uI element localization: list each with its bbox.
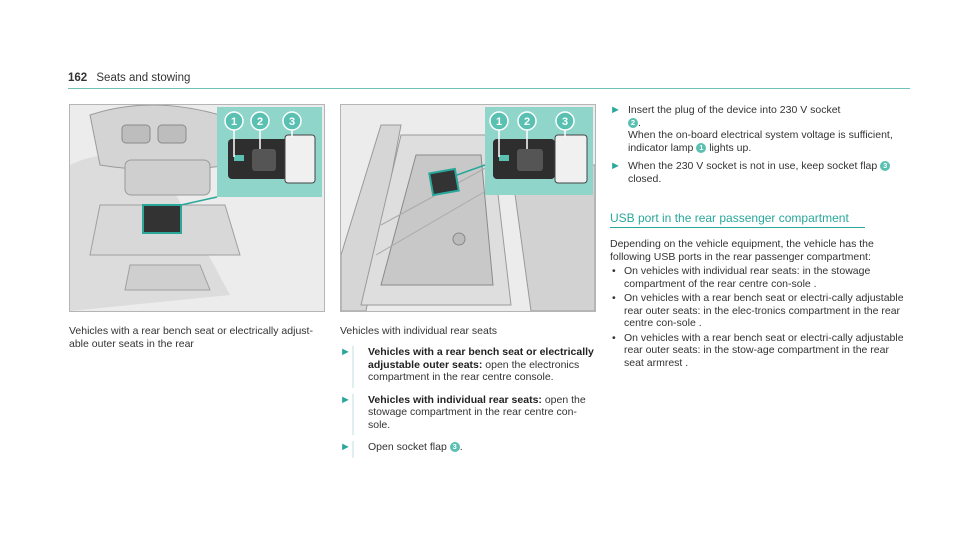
step-open-flap: ► Open socket flap 3. — [340, 441, 598, 458]
step-insert-plug: ► Insert the plug of the device into 230… — [610, 104, 893, 154]
step-text: open the electronics compartment in the … — [368, 358, 580, 384]
callout-2: 2 — [257, 116, 263, 128]
section-title-usb: USB port in the rear passenger compartme… — [610, 211, 865, 228]
step-bench-seat: ► Vehicles with a rear bench seat or ele… — [340, 346, 598, 388]
callout-ref-3: 3 — [880, 161, 891, 171]
callout-ref-3: 3 — [449, 442, 460, 452]
list-item: On vehicles with individual rear seats: … — [610, 265, 910, 290]
arrow-right-icon: ► — [610, 160, 621, 172]
figure-caption-left: Vehicles with a rear bench seat or elect… — [69, 325, 313, 350]
step-text: open the stowage compartment in the rear… — [368, 393, 586, 431]
section-name: Seats and stowing — [96, 72, 191, 84]
step-keep-closed: ► When the 230 V socket is not in use, k… — [610, 160, 910, 185]
callout-3: 3 — [562, 116, 568, 128]
step-text: Open socket flap — [368, 441, 450, 453]
page-number: 162 — [68, 72, 88, 84]
right-column: ► Insert the plug of the device into 230… — [610, 104, 910, 371]
usb-intro: Depending on the vehicle equipment, the … — [610, 238, 874, 263]
page-header: 162 Seats and stowing — [68, 72, 190, 84]
callout-3: 3 — [289, 116, 295, 128]
callout-ref-1: 1 — [696, 142, 707, 153]
step-condition: Vehicles with individual rear seats: — [368, 393, 542, 406]
instruction-steps: ► Vehicles with a rear bench seat or ele… — [340, 346, 598, 464]
list-item: On vehicles with a rear bench seat or el… — [610, 292, 910, 330]
arrow-right-icon: ► — [340, 441, 351, 453]
callout-1: 1 — [496, 116, 502, 128]
callout-1: 1 — [231, 116, 237, 128]
header-divider — [68, 88, 910, 89]
list-item: On vehicles with a rear bench seat or el… — [610, 332, 910, 370]
figure-rear-bench-console: 1 2 3 — [69, 104, 325, 312]
figure-individual-seats-console: 1 2 3 — [340, 104, 596, 312]
illustration-rear-console: 1 2 3 — [70, 105, 324, 311]
illustration-stowage-compartment: 1 2 3 — [341, 105, 595, 311]
callout-ref-2: 2 — [628, 117, 638, 128]
arrow-right-icon: ► — [340, 393, 351, 406]
arrow-right-icon: ► — [340, 346, 351, 358]
arrow-right-icon: ► — [610, 104, 621, 116]
usb-bullet-list: On vehicles with individual rear seats: … — [610, 265, 910, 369]
callout-2: 2 — [524, 116, 530, 128]
step-condition: Vehicles with a rear bench seat or elect… — [368, 346, 594, 371]
figure-caption-mid: Vehicles with individual rear seats — [340, 325, 497, 337]
step-individual-seats: ► Vehicles with individual rear seats: o… — [340, 393, 598, 435]
